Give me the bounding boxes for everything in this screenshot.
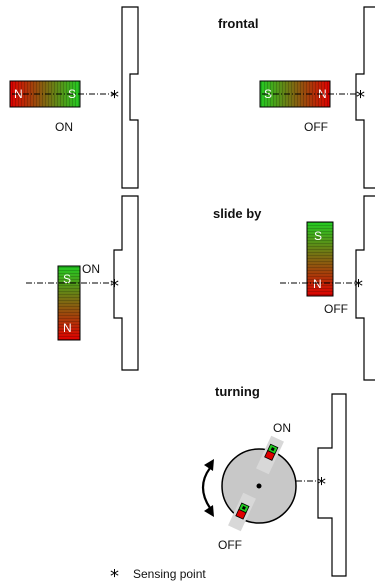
pole-label-north: N <box>313 277 322 291</box>
state-label-on: ON <box>273 421 291 435</box>
sensing-point-icon: * <box>354 276 363 297</box>
state-label-off: OFF <box>218 538 242 552</box>
magnet-slide-right: S N <box>306 221 334 297</box>
sensor-housing-slide-left <box>113 195 139 371</box>
magnet-turning-top <box>256 435 284 475</box>
sensing-point-icon: * <box>110 87 119 108</box>
section-slide-by: slide by S N * ON S N * OFF <box>26 195 375 381</box>
pole-label-south: S <box>63 272 71 286</box>
legend: * Sensing point <box>110 566 206 585</box>
disc-center-icon <box>256 483 262 489</box>
magnet-turning-bottom <box>228 492 256 532</box>
pole-label-south: S <box>314 229 322 243</box>
section-title-turning: turning <box>215 384 260 399</box>
legend-sensing-point-icon: * <box>110 566 119 585</box>
sensor-housing-turning <box>317 393 347 577</box>
state-label-off: OFF <box>304 120 328 134</box>
section-frontal: frontal N S * ON S N * OFF <box>9 6 375 189</box>
sensing-point-icon: * <box>356 87 365 108</box>
pole-label-north: N <box>14 87 23 101</box>
rotation-arrow-icon <box>201 467 211 509</box>
arrow-head-icon <box>204 505 214 517</box>
section-turning: turning * ON OFF <box>201 384 347 577</box>
sensor-housing-frontal-right <box>355 6 375 189</box>
state-label-on: ON <box>55 120 73 134</box>
state-label-off: OFF <box>324 302 348 316</box>
state-label-on: ON <box>82 262 100 276</box>
sensor-housing-frontal-left <box>121 6 139 189</box>
pole-label-north: N <box>63 321 72 335</box>
section-title-frontal: frontal <box>218 16 258 31</box>
sensor-housing-slide-right <box>355 195 375 381</box>
legend-text: Sensing point <box>133 567 206 581</box>
sensing-point-icon: * <box>110 276 119 297</box>
sensing-point-icon: * <box>317 474 326 495</box>
section-title-slide-by: slide by <box>213 206 262 221</box>
pole-label-south: S <box>264 87 272 101</box>
magnet-slide-left: S N <box>57 265 81 341</box>
arrow-head-icon <box>204 459 214 471</box>
